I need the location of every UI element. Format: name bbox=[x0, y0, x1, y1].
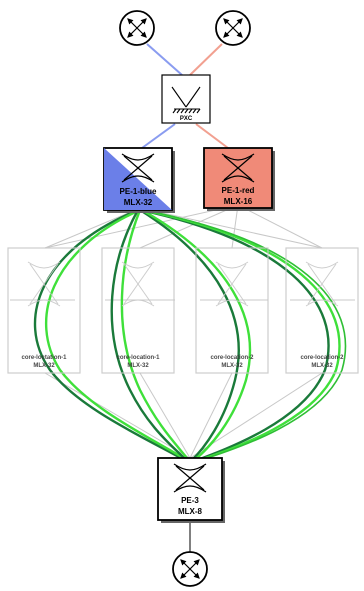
router-icon bbox=[121, 261, 155, 307]
router-icon bbox=[173, 463, 207, 493]
core2-label-line1: core-location-1 bbox=[116, 355, 160, 361]
lsp-path-core2-a bbox=[110, 209, 189, 463]
pe1-red-label-line1: PE-1-red bbox=[222, 186, 255, 195]
pe3-label-line2: MLX-8 bbox=[178, 507, 203, 516]
core-node-3[interactable]: core-location-2 MLX-32 bbox=[195, 247, 269, 374]
link-pxc-pe1-red bbox=[195, 123, 229, 149]
pe1-blue-label-line1: PE-1-blue bbox=[120, 187, 157, 196]
router-icon bbox=[221, 153, 255, 183]
core4-label-line1: core-location-2 bbox=[300, 355, 344, 361]
router-icon bbox=[215, 261, 249, 307]
core-node-2[interactable]: core-location-1 MLX-32 bbox=[101, 247, 175, 374]
pxc-label: PXC bbox=[180, 116, 193, 122]
router-icon bbox=[305, 261, 339, 307]
router-icon bbox=[121, 153, 155, 183]
core-node-4[interactable]: core-location-2 MLX-32 bbox=[285, 247, 359, 374]
pxc-node[interactable]: PXC bbox=[161, 74, 211, 124]
link-endpoint-left-pxc bbox=[146, 43, 183, 76]
endpoint-bottom[interactable] bbox=[172, 551, 208, 587]
pe1-red-label-line2: MLX-16 bbox=[224, 197, 253, 206]
pe1-blue-node[interactable]: PE-1-blue MLX-32 bbox=[103, 147, 175, 213]
pe3-label-line1: PE-3 bbox=[181, 496, 199, 505]
core1-label-line2: MLX-32 bbox=[33, 363, 55, 369]
core3-label-line1: core-location-2 bbox=[210, 355, 254, 361]
core-node-1[interactable]: core-loctation-1 MLX-32 bbox=[7, 247, 81, 374]
pe3-node[interactable]: PE-3 MLX-8 bbox=[157, 457, 225, 523]
lsp-path-core3-b bbox=[141, 208, 252, 463]
lsp-path-core4-a bbox=[139, 208, 330, 464]
pe1-blue-label-line2: MLX-32 bbox=[124, 198, 153, 207]
cross-connect-icon bbox=[171, 86, 201, 114]
link-endpoint-right-pxc bbox=[189, 43, 223, 76]
lsp-path-core1-a bbox=[33, 208, 189, 464]
pe1-red-node[interactable]: PE-1-red MLX-16 bbox=[203, 147, 275, 211]
core4-label-line2: MLX-32 bbox=[311, 363, 333, 369]
router-icon bbox=[27, 261, 61, 307]
core1-label-line1: core-loctation-1 bbox=[21, 355, 67, 361]
endpoint-top-right[interactable] bbox=[215, 10, 251, 46]
endpoint-top-left[interactable] bbox=[119, 10, 155, 46]
lsp-path-core3-a bbox=[139, 208, 240, 463]
lsp-path-core2-b bbox=[120, 209, 191, 463]
core3-label-line2: MLX-32 bbox=[221, 363, 243, 369]
access-links bbox=[141, 43, 229, 552]
core2-label-line2: MLX-32 bbox=[127, 363, 149, 369]
lsp-path-core4-c bbox=[142, 209, 347, 463]
link-pxc-pe1-blue bbox=[141, 123, 176, 149]
lsp-path-core4-b bbox=[141, 208, 341, 464]
